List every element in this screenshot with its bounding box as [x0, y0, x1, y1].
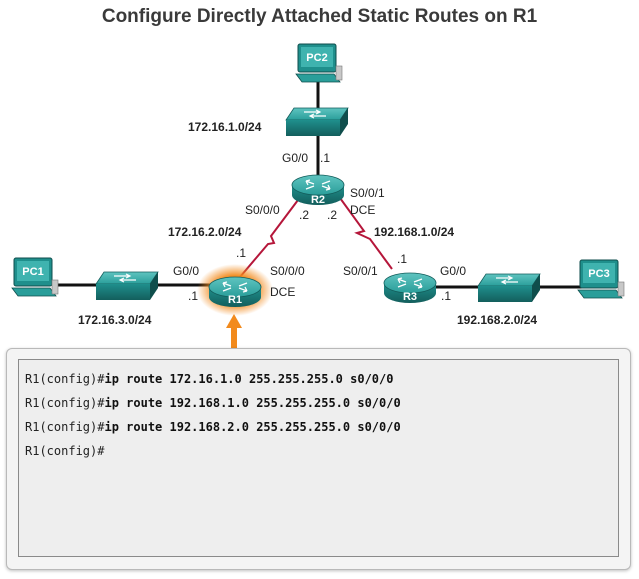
r1-router-icon: R1 — [197, 264, 273, 316]
switch-icon — [285, 107, 349, 136]
r2-label: R2 — [311, 194, 325, 206]
serial-link-r2-r3 — [339, 197, 393, 270]
network-label-r2-lan: 172.16.1.0/24 — [188, 120, 262, 134]
pc3-computer-icon: PC3 — [577, 259, 625, 299]
r3-label: R3 — [403, 291, 417, 303]
r2-s001-host-label: .2 — [327, 208, 337, 222]
r1-s000-dce-label: DCE — [270, 285, 295, 299]
console-line: R1(config)# — [25, 439, 612, 463]
r3-serial-host-label: .1 — [397, 252, 407, 266]
network-label-r2-r3: 192.168.1.0/24 — [374, 225, 454, 239]
r3-s001-label: S0/0/1 — [343, 264, 378, 278]
network-label-r1-r2: 172.16.2.0/24 — [168, 225, 242, 239]
r1-s000-label: S0/0/0 — [270, 264, 305, 278]
r3-router-icon: R3 — [383, 272, 437, 303]
pc2-label: PC2 — [306, 52, 327, 64]
network-label-r3-lan: 192.168.2.0/24 — [457, 313, 537, 327]
console-command: ip route 172.16.1.0 255.255.255.0 s0/0/0 — [104, 372, 394, 386]
console-line: R1(config)#ip route 192.168.1.0 255.255.… — [25, 391, 612, 415]
console-panel: R1(config)#ip route 172.16.1.0 255.255.2… — [6, 348, 631, 570]
r1-label: R1 — [228, 294, 242, 306]
network-label-r1-lan: 172.16.3.0/24 — [78, 313, 152, 327]
switch-icon — [477, 273, 541, 302]
pc1-label: PC1 — [22, 266, 43, 278]
console-line: R1(config)#ip route 172.16.1.0 255.255.2… — [25, 367, 612, 391]
r2-g00-label: G0/0 — [282, 151, 308, 165]
r2-s000-host-label: .2 — [299, 208, 309, 222]
console-line: R1(config)#ip route 192.168.2.0 255.255.… — [25, 415, 612, 439]
pc3-label: PC3 — [588, 268, 609, 280]
console-command: ip route 192.168.2.0 255.255.255.0 s0/0/… — [104, 420, 401, 434]
serial-link-r1-r2 — [239, 199, 299, 278]
console-output: R1(config)#ip route 172.16.1.0 255.255.2… — [18, 359, 619, 557]
pc2-computer-icon: PC2 — [295, 43, 343, 83]
r2-s001-dce-label: DCE — [350, 203, 375, 217]
r1-g00-host-label: .1 — [188, 289, 198, 303]
r2-g00-host-label: .1 — [320, 151, 330, 165]
r2-s000-label: S0/0/0 — [245, 203, 280, 217]
network-topology: PC2 PC1 PC3 R2 R1 R3 — [11, 43, 625, 350]
r3-g00-host-label: .1 — [441, 289, 451, 303]
console-prompt: R1(config)# — [25, 420, 105, 434]
console-prompt: R1(config)# — [25, 444, 105, 458]
r2-router-icon: R2 — [291, 174, 345, 206]
r3-g00-label: G0/0 — [440, 264, 466, 278]
console-command: ip route 192.168.1.0 255.255.255.0 s0/0/… — [104, 396, 401, 410]
diagram-title: Configure Directly Attached Static Route… — [101, 6, 538, 27]
console-prompt: R1(config)# — [25, 372, 105, 386]
r1-serial-host-label: .1 — [236, 246, 246, 260]
r1-g00-label: G0/0 — [173, 264, 199, 278]
r2-s001-label: S0/0/1 — [350, 186, 385, 200]
up-arrow-icon — [226, 314, 242, 350]
pc1-computer-icon: PC1 — [11, 257, 59, 297]
switch-icon — [95, 271, 159, 300]
console-prompt: R1(config)# — [25, 396, 105, 410]
